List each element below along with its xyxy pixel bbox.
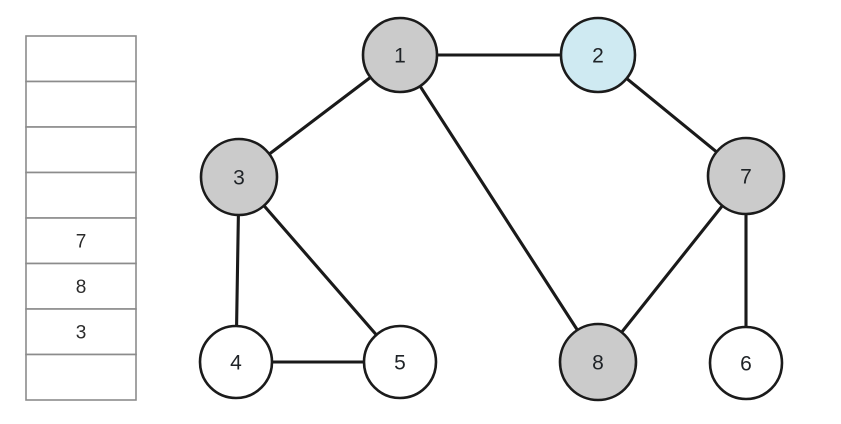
node-circle-5[interactable]	[362, 324, 438, 400]
node-label-3: 3	[233, 167, 245, 190]
node-label-2: 2	[592, 45, 604, 68]
stack-cell[interactable]	[25, 80, 137, 128]
stack-cell-value: 8	[76, 277, 87, 298]
graph-node-7[interactable]: 7	[706, 136, 786, 216]
node-circle-3[interactable]	[199, 137, 279, 217]
graph-node-layer: 1 2 3 7 4 5 8 6	[198, 16, 786, 402]
node-label-4: 4	[230, 352, 242, 375]
graph-edge-layer	[235, 53, 748, 364]
graph-edge-3-5	[261, 202, 380, 338]
stack-cell[interactable]	[25, 126, 137, 174]
node-circle-2[interactable]	[559, 16, 637, 94]
node-circle-6[interactable]	[708, 325, 784, 401]
stack-cell[interactable]	[25, 171, 137, 219]
node-circle-1[interactable]	[361, 16, 439, 94]
stack-cell[interactable]	[25, 262, 137, 310]
stack-cell-value: 3	[76, 322, 87, 343]
stack-cell[interactable]	[25, 217, 137, 265]
stack-cell-value: 7	[76, 231, 87, 252]
graph-edge-3-4	[235, 211, 240, 330]
node-label-5: 5	[394, 352, 406, 375]
graph-node-8[interactable]: 8	[558, 322, 638, 402]
node-circle-8[interactable]	[558, 322, 638, 402]
graph-edge-2-7	[623, 75, 720, 155]
node-label-1: 1	[394, 45, 406, 68]
node-circle-7[interactable]	[706, 136, 786, 216]
graph-node-5[interactable]: 5	[362, 324, 438, 400]
node-label-8: 8	[592, 352, 604, 375]
graph-node-3[interactable]: 3	[199, 137, 279, 217]
stack-cell[interactable]	[25, 35, 137, 83]
graph-node-1[interactable]: 1	[361, 16, 439, 94]
node-circle-4[interactable]	[198, 324, 274, 400]
graph-node-4[interactable]: 4	[198, 324, 274, 400]
node-label-7: 7	[740, 166, 752, 189]
graph-node-6[interactable]: 6	[708, 325, 784, 401]
graph-edge-7-8	[618, 202, 726, 336]
graph-edge-1-3	[266, 74, 374, 157]
node-label-6: 6	[740, 353, 752, 376]
graph-node-2[interactable]: 2	[559, 16, 637, 94]
stack-cell[interactable]	[25, 353, 137, 401]
graph-edge-1-8	[417, 82, 581, 334]
stack-panel: 7 8 3	[25, 35, 137, 401]
